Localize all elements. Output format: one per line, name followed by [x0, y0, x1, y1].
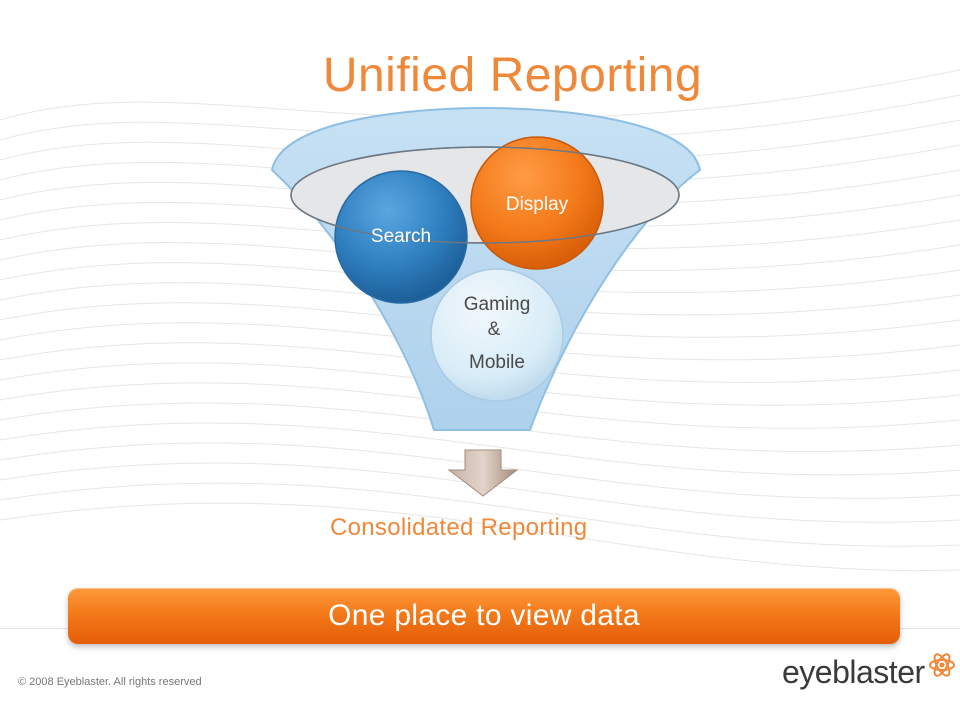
down-arrow-icon: [447, 449, 519, 497]
copyright-text: © 2008 Eyeblaster. All rights reserved: [18, 676, 202, 688]
search-circle: [334, 170, 468, 304]
slide-title: Unified Reporting: [322, 49, 703, 102]
gaming-label-line-3: Mobile: [469, 352, 525, 373]
gaming-label-line-2: &: [488, 319, 501, 340]
one-place-banner: One place to view data: [68, 588, 900, 644]
gaming-mobile-circle: [430, 268, 564, 402]
gaming-label-line-1: Gaming: [464, 294, 531, 315]
eyeblaster-logo: eyeblaster: [782, 652, 957, 692]
display-label: Display: [506, 194, 569, 215]
atom-icon: [928, 653, 955, 677]
banner-text: One place to view data: [328, 599, 640, 632]
consolidated-reporting-label: Consolidated Reporting: [330, 514, 588, 541]
display-circle: [470, 136, 604, 270]
search-label: Search: [371, 226, 431, 247]
logo-text: eyeblaster: [782, 653, 925, 690]
